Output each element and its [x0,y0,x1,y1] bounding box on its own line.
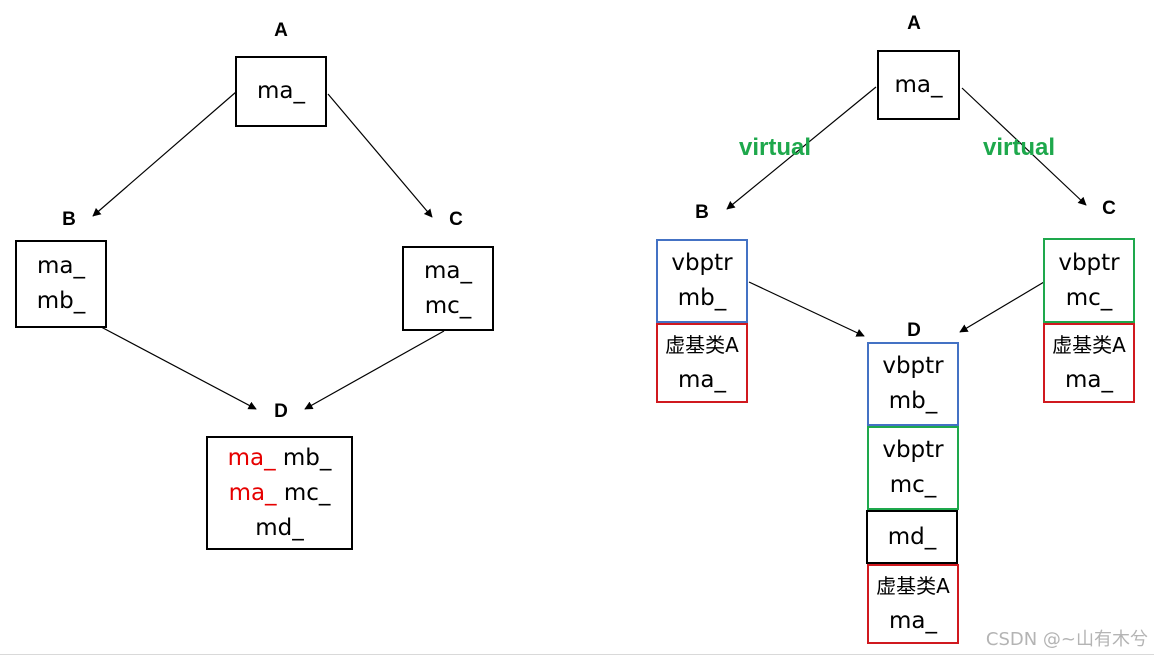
right-d-b-part: vbptr mb_ [867,342,959,426]
right-b-mb: mb_ [677,285,727,311]
right-box-a-line: ma_ [894,71,943,98]
arrow-ra-to-rc [961,87,1087,206]
arrow-a-to-b [92,91,237,217]
right-c-virtual-base: 虚基类A ma_ [1043,323,1135,403]
left-box-a: ma_ [235,56,327,127]
right-d-c-mc: mc_ [889,472,937,498]
left-box-d: ma_ mb_ ma_ mc_ md_ [206,436,353,550]
left-label-b: B [62,209,76,230]
arrow-b-to-d [85,318,257,410]
left-box-b: ma_ mb_ [15,240,107,328]
right-label-a: A [907,13,921,34]
arrow-ra-to-rb [726,86,877,210]
box-c-line-1: ma_ [424,257,472,284]
arrow-a-to-c [327,93,433,218]
box-d-row-1: ma_ mb_ [228,441,332,476]
right-d-own: md_ [866,510,958,564]
right-d-c-part: vbptr mc_ [867,426,959,510]
right-d-base-label: 虚基类A [876,574,950,598]
box-c-line-2: mc_ [424,292,472,319]
inherited-ma-from-b: ma_ [227,444,276,471]
right-c-vbptr: vbptr [1058,249,1120,276]
right-c-base-label: 虚基类A [1052,333,1126,357]
box-a-line: ma_ [257,78,305,104]
right-c-top: vbptr mc_ [1043,238,1135,323]
box-d-mc: mc_ [276,479,331,506]
arrow-c-to-d [304,330,445,410]
right-d-b-mb: mb_ [888,388,938,414]
virtual-label-left: virtual [739,134,812,161]
arrow-rb-to-rd [748,281,865,337]
inherited-ma-from-c: ma_ [228,479,277,506]
right-b-top: vbptr mb_ [656,239,748,323]
right-c-base-ma: ma_ [1065,367,1113,393]
virtual-label-right: virtual [983,134,1056,161]
right-box-a: ma_ [877,50,960,120]
left-box-c: ma_ mc_ [402,246,494,331]
right-label-d: D [907,320,921,341]
bottom-divider [0,654,1154,655]
left-label-c: C [449,209,463,230]
right-d-virtual-base: 虚基类A ma_ [867,564,959,644]
arrow-rc-to-rd [959,281,1045,333]
right-label-b: B [695,202,709,223]
right-d-c-vbptr: vbptr [882,437,944,463]
box-d-mb: mb_ [275,444,332,471]
box-d-row-2: ma_ mc_ [229,476,331,511]
right-c-mc: mc_ [1065,284,1113,311]
right-d-base-ma: ma_ [889,608,937,634]
left-label-d: D [274,401,288,422]
right-b-vbptr: vbptr [671,250,733,276]
box-b-line-2: mb_ [36,288,86,314]
box-d-row-3: md_ [255,514,304,541]
right-b-virtual-base: 虚基类A ma_ [656,323,748,403]
right-d-md: md_ [887,523,937,550]
right-b-base-ma: ma_ [678,367,726,393]
watermark: CSDN @~山有木兮 [985,629,1148,650]
right-d-b-vbptr: vbptr [882,353,944,379]
right-label-c: C [1102,198,1116,219]
left-label-a: A [274,20,288,41]
right-b-base-label: 虚基类A [665,333,739,357]
box-b-line-1: ma_ [37,253,85,279]
